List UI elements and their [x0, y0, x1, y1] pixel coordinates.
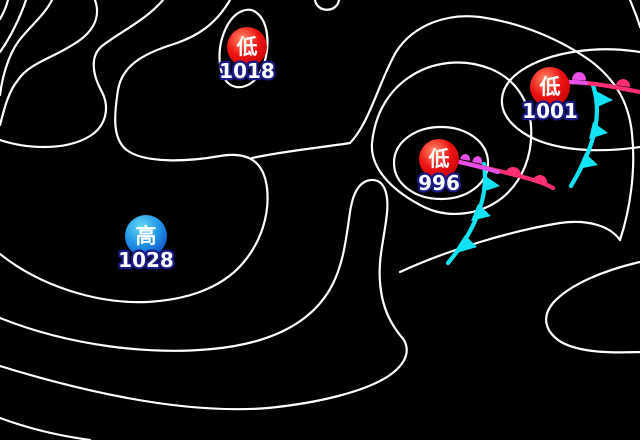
low-symbol: 低: [539, 75, 561, 99]
warm-front-pip-icon: [472, 156, 483, 165]
low-symbol: 低: [428, 147, 450, 171]
low-center-icon: [227, 27, 267, 67]
isobar: [392, 125, 490, 201]
isobar: [250, 15, 635, 242]
high-symbol: 高: [136, 224, 157, 248]
pressure-value: 1001: [522, 99, 578, 123]
low-center-icon: [419, 139, 459, 179]
isobar: [0, 0, 269, 304]
cold-front-996: [445, 161, 500, 266]
isobar: [370, 61, 533, 216]
warm-front-pip-icon: [505, 167, 521, 177]
cold-front-tooth-icon: [595, 91, 613, 108]
cold-front-tooth-icon: [471, 204, 491, 221]
isobar: [0, 0, 54, 97]
warm-front-996: [452, 154, 556, 191]
pressure-center-low-1018: 低 1018: [217, 27, 277, 85]
warm-front-pip-icon: [533, 175, 547, 184]
low-symbol: 低: [236, 35, 258, 59]
warm-front-1001: [564, 72, 640, 95]
pressure-value: 996: [418, 171, 460, 195]
isobar: [313, 0, 341, 11]
isobar: [0, 0, 99, 127]
isobar: [545, 260, 640, 354]
warm-front-line-near-center: [564, 79, 589, 86]
isobar: [500, 48, 640, 152]
isobar: [398, 220, 622, 274]
pressure-center-high-1028: 高 1028: [116, 215, 176, 274]
warm-front-pip-icon: [572, 72, 586, 81]
isobar: [0, 0, 10, 21]
cold-front-tooth-icon: [589, 122, 608, 139]
warm-front-pip-icon: [460, 154, 471, 161]
isobar: [0, 0, 28, 54]
isobar: [0, 178, 408, 411]
pressure-center-low-996: 低 996: [416, 139, 462, 197]
isobar: [628, 0, 640, 29]
high-center-icon: [125, 215, 167, 257]
pressure-value: 1018: [219, 59, 275, 83]
cold-front-1001: [568, 82, 613, 189]
cold-front-tooth-icon: [453, 235, 477, 254]
isobar: [218, 8, 269, 89]
pressure-value: 1028: [118, 248, 174, 272]
cold-front-tooth-icon: [578, 153, 598, 169]
warm-front-pip-icon: [616, 79, 630, 88]
low-center-icon: [530, 67, 570, 107]
cold-front-tooth-icon: [482, 175, 500, 192]
isobar: [0, 0, 165, 149]
pressure-center-low-1001: 低 1001: [520, 67, 580, 125]
isobar: [0, 416, 92, 440]
